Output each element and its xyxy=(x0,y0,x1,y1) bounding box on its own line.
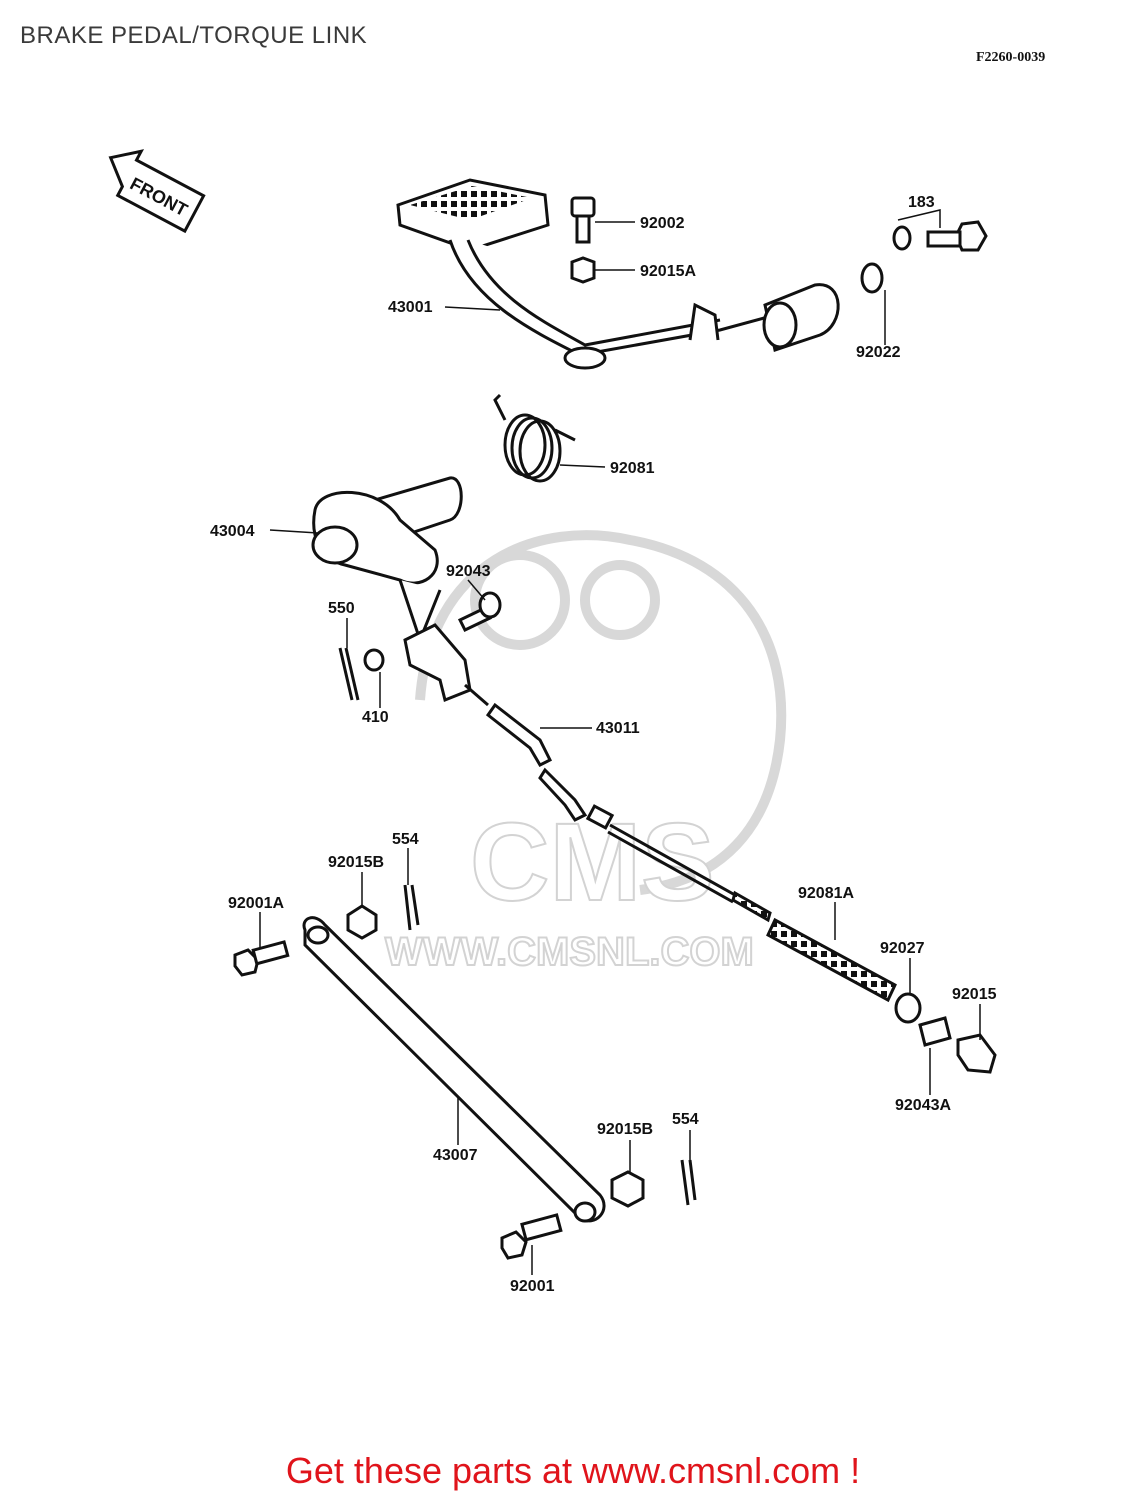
page-title: BRAKE PEDAL/TORQUE LINK xyxy=(20,22,368,49)
part-label-92043: 92043 xyxy=(446,563,491,580)
part-label-92002: 92002 xyxy=(640,215,685,232)
part-label-92001A: 92001A xyxy=(228,895,284,912)
part-label-92015B-bottom: 92015B xyxy=(597,1121,653,1138)
part-label-43001: 43001 xyxy=(388,299,433,316)
part-label-43004: 43004 xyxy=(210,523,255,540)
part-label-92081: 92081 xyxy=(610,460,655,477)
spring-92081-part xyxy=(493,393,576,483)
part-label-554-bottom: 554 xyxy=(672,1111,699,1128)
bolt-183-part xyxy=(860,220,988,294)
watermark-url-text: WWW.CMSNL.COM xyxy=(385,930,754,974)
rod-43011-part xyxy=(403,623,588,822)
part-label-554-top: 554 xyxy=(392,831,419,848)
front-arrow-icon: FRONT xyxy=(108,149,206,234)
part-label-43011: 43011 xyxy=(596,720,640,737)
fasteners-part xyxy=(233,884,697,1260)
parts-diagram: CMS WWW.CMSNL.COM FRONT xyxy=(108,149,997,1295)
torque-link-43007-part xyxy=(302,916,606,1223)
diagram-code: F2260-0039 xyxy=(976,50,1046,65)
part-label-92022: 92022 xyxy=(856,344,901,361)
part-label-410: 410 xyxy=(362,709,389,726)
bolt-92002-part xyxy=(570,196,596,284)
part-label-92015A: 92015A xyxy=(640,263,696,280)
part-label-92043A: 92043A xyxy=(895,1097,951,1114)
watermark-logo: CMS WWW.CMSNL.COM xyxy=(384,530,787,975)
brake-pedal-part xyxy=(396,178,840,370)
part-label-550: 550 xyxy=(328,600,355,617)
part-label-183: 183 xyxy=(908,194,935,211)
part-label-43007: 43007 xyxy=(433,1147,478,1164)
part-label-92015B-top: 92015B xyxy=(328,854,384,871)
part-label-92027: 92027 xyxy=(880,940,925,957)
threaded-rod-92081A-part xyxy=(585,804,897,1003)
part-label-92081A: 92081A xyxy=(798,885,854,902)
leader-lines xyxy=(259,209,981,1275)
shaft-arm-43004-part xyxy=(311,476,463,645)
part-label-92001: 92001 xyxy=(510,1278,555,1295)
part-label-92015: 92015 xyxy=(952,986,997,1003)
footer-promo-link[interactable]: Get these parts at www.cmsnl.com ! xyxy=(285,1450,861,1491)
